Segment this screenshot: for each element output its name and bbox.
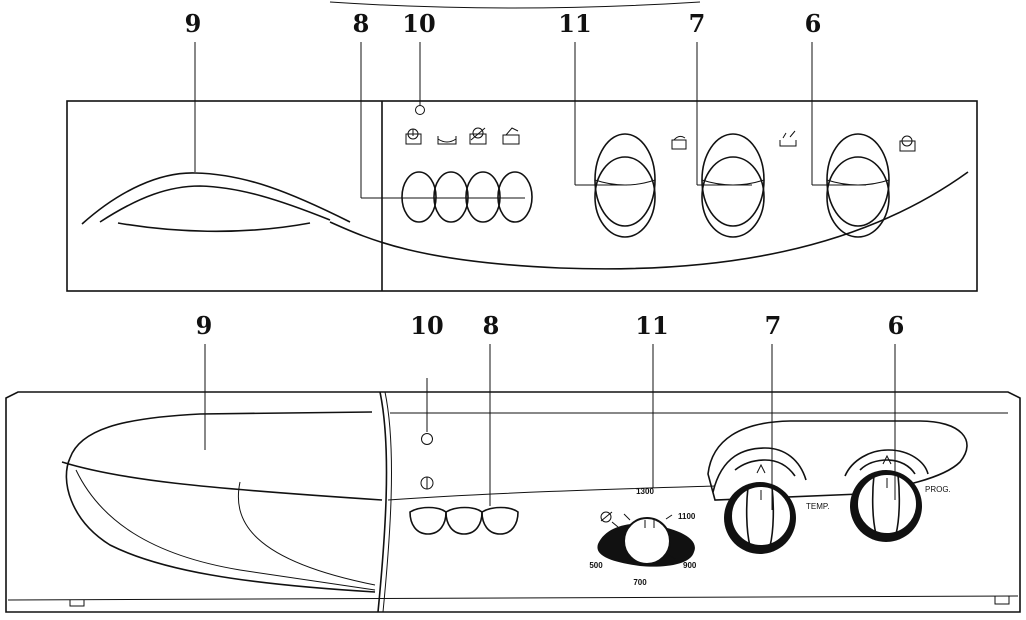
top-callout-9: 9 <box>185 9 202 38</box>
top-push-buttons <box>401 171 533 223</box>
temperature-symbol-icon <box>779 130 797 147</box>
bottom-detergent-drawer <box>61 411 383 593</box>
top-leader-lines <box>194 42 866 199</box>
top-temp-knob <box>701 130 797 238</box>
spin-mark-900: 900 <box>683 561 697 570</box>
bottom-button-3 <box>481 506 519 535</box>
spin-mark-700: 700 <box>633 578 647 587</box>
program-symbol-icon <box>899 135 916 152</box>
bottom-indicator-lamp <box>421 433 433 445</box>
bottom-temp-knob <box>712 447 807 554</box>
top-button-3 <box>465 171 501 223</box>
prog-label: PROG. <box>925 485 951 494</box>
bottom-power-symbol-icon <box>420 476 434 490</box>
spin-mark-500: 500 <box>589 561 603 570</box>
top-button-symbols <box>405 127 520 145</box>
top-callout-10: 10 <box>402 9 435 38</box>
top-button-2 <box>433 171 469 223</box>
bottom-leader-lines <box>204 344 896 510</box>
top-panel-frame <box>66 100 978 292</box>
top-callout-6: 6 <box>805 9 822 38</box>
bottom-callout-9: 9 <box>196 311 213 340</box>
bottom-button-1 <box>409 506 447 535</box>
top-indicator-lamp <box>415 105 425 115</box>
bottom-callout-11: 11 <box>635 311 668 340</box>
top-button-4 <box>497 171 533 223</box>
bottom-panel-split <box>377 391 388 613</box>
bottom-panel: 1300 1100 900 700 500 TEMP. <box>5 311 1021 613</box>
top-detergent-drawer-handle <box>81 172 351 233</box>
top-callout-7: 7 <box>689 9 706 38</box>
bottom-push-buttons <box>409 506 519 535</box>
no-spin-symbol-icon <box>469 127 487 145</box>
no-spin-icon <box>600 511 619 528</box>
bottom-callout-10: 10 <box>410 311 443 340</box>
top-edge-arc <box>329 1 701 9</box>
spin-symbol-icon <box>671 135 687 150</box>
top-panel: 9 8 10 11 7 6 <box>66 1 978 292</box>
rinse-hold-symbol-icon <box>502 127 520 145</box>
bottom-callout-8: 8 <box>483 311 500 340</box>
spin-mark-1100: 1100 <box>678 512 696 521</box>
bottom-panel-outline <box>5 391 1021 613</box>
top-button-1 <box>401 171 437 223</box>
bottom-callout-7: 7 <box>765 311 782 340</box>
power-symbol-icon <box>405 128 422 145</box>
half-load-symbol-icon <box>437 136 457 145</box>
bottom-program-knob <box>844 449 929 542</box>
temp-label: TEMP. <box>806 502 829 511</box>
top-program-knob <box>826 133 916 238</box>
top-panel-curve <box>329 171 969 270</box>
spin-mark-1300: 1300 <box>636 487 654 496</box>
bottom-callout-6: 6 <box>888 311 905 340</box>
top-callout-8: 8 <box>353 9 370 38</box>
bottom-button-2 <box>445 506 483 535</box>
top-callout-11: 11 <box>558 9 591 38</box>
bottom-spin-dial: 1300 1100 900 700 500 <box>589 487 697 587</box>
